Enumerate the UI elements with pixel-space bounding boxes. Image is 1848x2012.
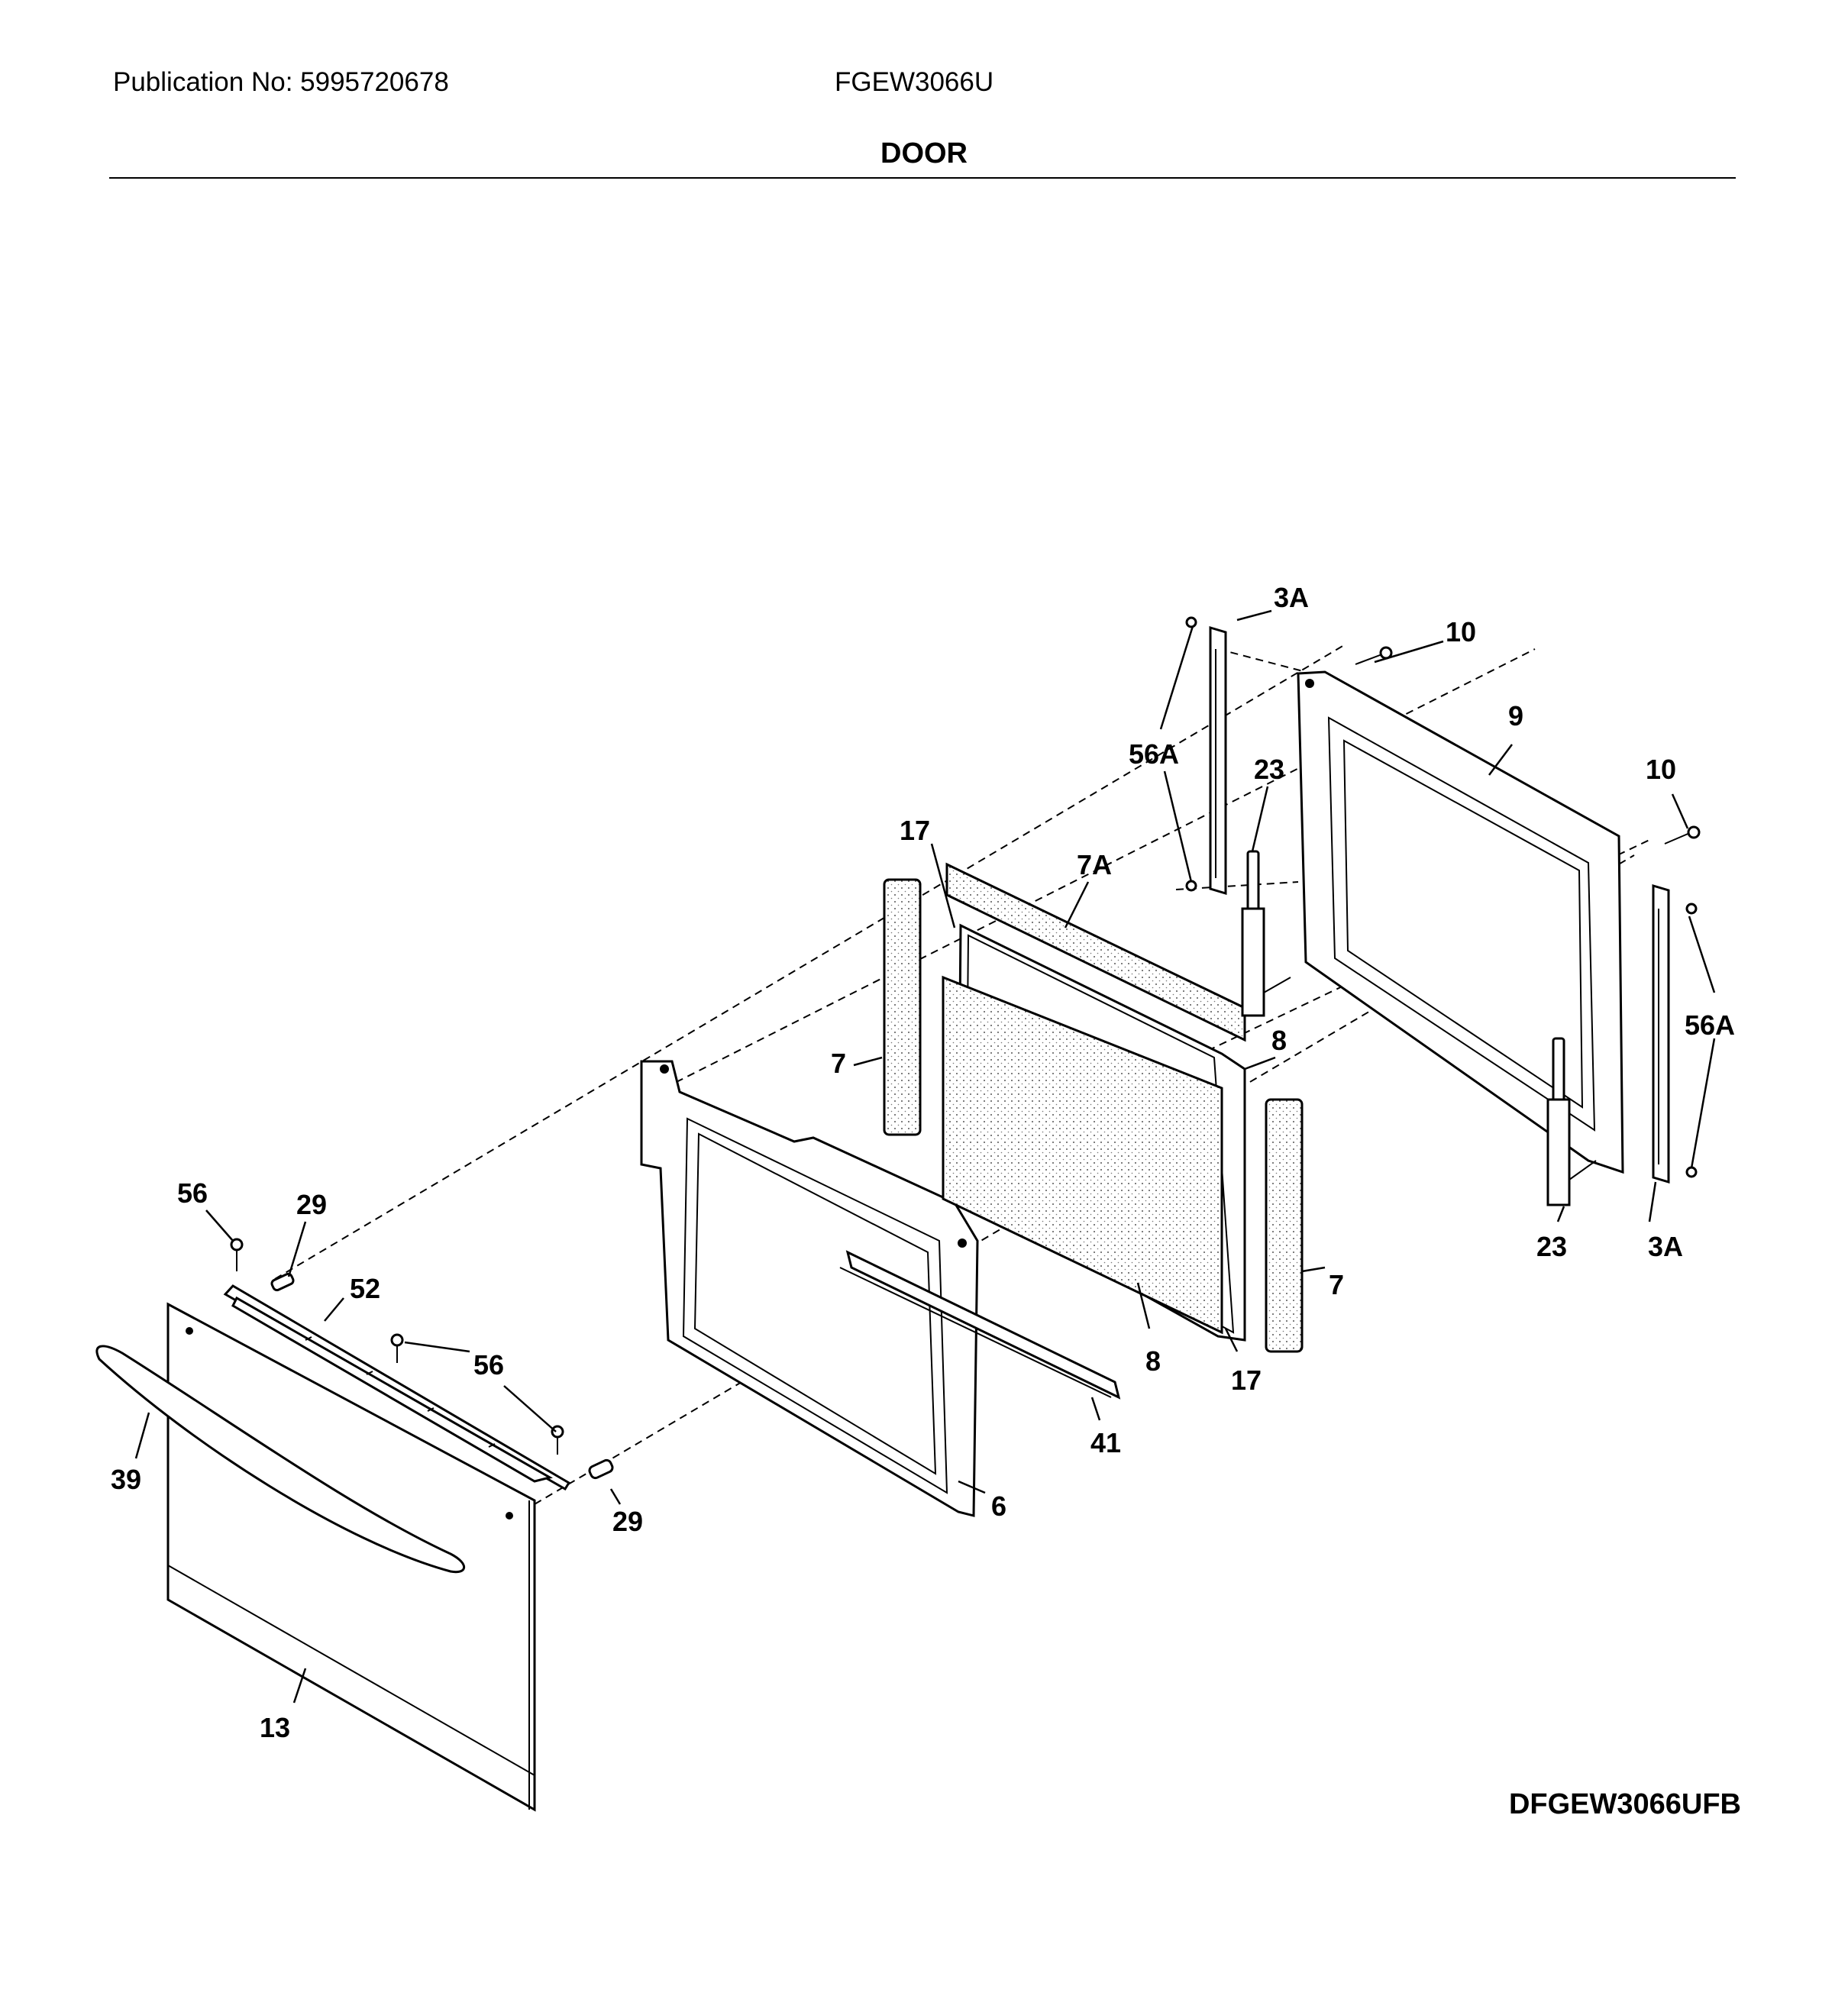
callout-8-bottom: 8 <box>1145 1345 1161 1377</box>
callout-7a: 7A <box>1077 849 1112 880</box>
hinge-channel-3a-top <box>1209 625 1227 896</box>
glass-8 <box>942 975 1223 1335</box>
callout-8-top: 8 <box>1271 1025 1287 1056</box>
page-title: DOOR <box>880 137 968 170</box>
leader-lines <box>134 609 1716 1704</box>
insulation-7-right <box>1265 1098 1304 1353</box>
insulation-7a <box>945 862 1246 1042</box>
door-handle <box>95 1345 466 1574</box>
inner-door-frame <box>640 1060 979 1517</box>
callout-3a-bottom: 3A <box>1648 1231 1683 1262</box>
callout-6: 6 <box>991 1490 1006 1522</box>
door-top-trim <box>223 1284 571 1491</box>
callout-41: 41 <box>1090 1427 1121 1458</box>
screw-56a-2 <box>1185 880 1197 892</box>
callout-39: 39 <box>111 1464 141 1495</box>
screw-56-right <box>551 1425 564 1455</box>
model-number: FGEW3066U <box>835 67 994 97</box>
outer-door-panel <box>166 1302 536 1812</box>
inner-panel-9 <box>1297 670 1624 1174</box>
callout-23-top: 23 <box>1254 754 1284 785</box>
screw-10-top <box>1355 646 1393 665</box>
insulation-7-left <box>883 878 922 1136</box>
callout-10-top: 10 <box>1446 616 1476 648</box>
callout-3a-top: 3A <box>1274 582 1309 613</box>
screw-56a-4 <box>1685 1166 1698 1178</box>
callout-10-right: 10 <box>1646 754 1676 785</box>
header-divider <box>109 177 1736 179</box>
callout-17-top: 17 <box>900 815 930 846</box>
screw-56a-1 <box>1185 616 1197 628</box>
spacer-29-top <box>270 1272 295 1292</box>
callout-13: 13 <box>260 1712 290 1743</box>
screw-56-mid <box>390 1333 404 1363</box>
callout-56a-right: 56A <box>1685 1009 1735 1041</box>
callout-9: 9 <box>1508 700 1523 731</box>
hinge-channel-3a-bottom <box>1652 883 1670 1184</box>
callout-56a-top: 56A <box>1129 738 1179 770</box>
callout-56-mid: 56 <box>473 1349 504 1381</box>
screw-56a-3 <box>1685 903 1698 915</box>
screw-10-right <box>1664 825 1701 845</box>
callout-56-left: 56 <box>177 1177 208 1209</box>
callout-7-right: 7 <box>1329 1269 1344 1300</box>
publication-number: Publication No: 5995720678 <box>113 67 449 97</box>
callout-7-left: 7 <box>831 1048 846 1079</box>
bracket-41 <box>839 1250 1121 1400</box>
callout-29-bottom: 29 <box>612 1506 643 1537</box>
hinge-23-top <box>1241 850 1291 1017</box>
callout-17-bottom: 17 <box>1231 1364 1262 1396</box>
callout-labels: 3A 10 9 56A 23 10 17 7A 8 7 56A 56 29 52… <box>111 582 1735 1743</box>
hinge-23-bottom <box>1546 1037 1597 1206</box>
spacer-29-bottom <box>588 1458 614 1480</box>
screw-56-left <box>230 1238 244 1271</box>
callout-23-bottom: 23 <box>1536 1231 1567 1262</box>
callout-29-top: 29 <box>296 1189 327 1220</box>
diagram-code: DFGEW3066UFB <box>1508 1788 1741 1820</box>
callout-52: 52 <box>350 1273 380 1304</box>
